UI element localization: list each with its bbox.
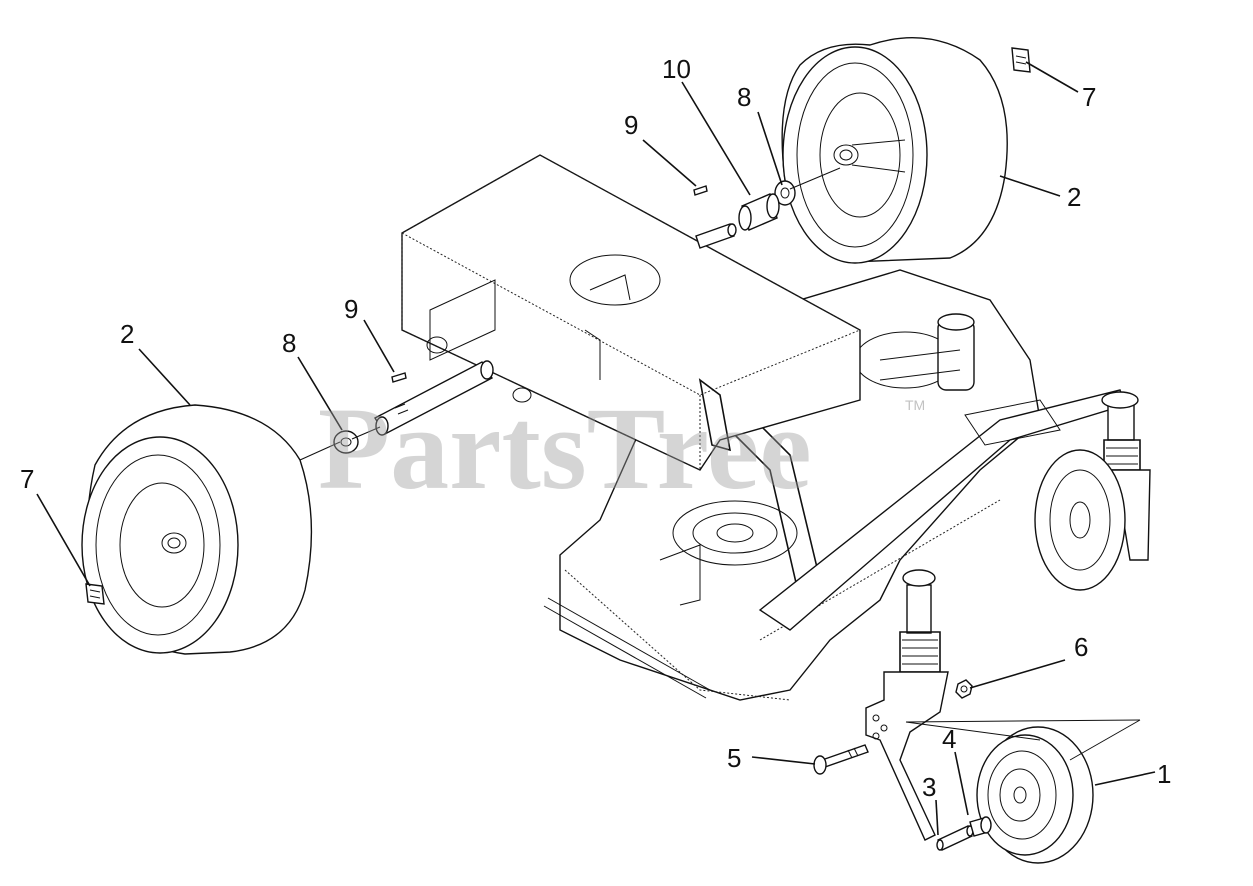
callout-4: 4: [942, 724, 956, 754]
callout-9-right: 9: [624, 110, 638, 140]
watermark-trademark: TM: [905, 397, 925, 413]
callout-1: 1: [1157, 759, 1171, 789]
callout-7-left: 7: [20, 464, 34, 494]
washer-left: [333, 430, 359, 454]
callout-6: 6: [1074, 632, 1088, 662]
washer-right: [774, 180, 796, 206]
callout-7-right: 7: [1082, 82, 1096, 112]
nut-part: [955, 679, 973, 699]
callout-5: 5: [727, 743, 741, 773]
caster-arm-assembly: [758, 313, 1126, 631]
callout-labels: 1 2 2 3 4 5 6 7 7 8 8 9 9 10: [20, 54, 1171, 802]
watermark-text: PartsTree: [318, 383, 812, 514]
axle-right: [695, 223, 737, 249]
chassis-frame: [401, 154, 861, 471]
axle-left: [374, 360, 494, 436]
bolt-part: [813, 744, 869, 775]
valve-stem-left: [85, 583, 105, 605]
watermark: PartsTree TM: [318, 383, 925, 514]
leader-lines: [36, 61, 1156, 836]
caster-assembly-right: [1034, 391, 1151, 591]
callout-10: 10: [662, 54, 691, 84]
valve-stem-right: [1011, 47, 1031, 73]
callout-9-left: 9: [344, 294, 358, 324]
explosion-lines: [299, 167, 1141, 761]
bushing-part: [969, 816, 992, 837]
front-wheel: [976, 726, 1094, 864]
callout-3: 3: [922, 772, 936, 802]
rear-tire-left: [81, 404, 313, 655]
callout-2-left: 2: [120, 319, 134, 349]
callout-8-right: 8: [737, 82, 751, 112]
pin-left: [391, 372, 407, 383]
spacer-part: [936, 825, 974, 851]
callout-2-right: 2: [1067, 182, 1081, 212]
sleeve-part: [738, 193, 780, 231]
callout-8-left: 8: [282, 328, 296, 358]
pin-right: [693, 185, 708, 196]
caster-fork: [865, 569, 949, 841]
rear-tire-right: [781, 37, 1008, 264]
